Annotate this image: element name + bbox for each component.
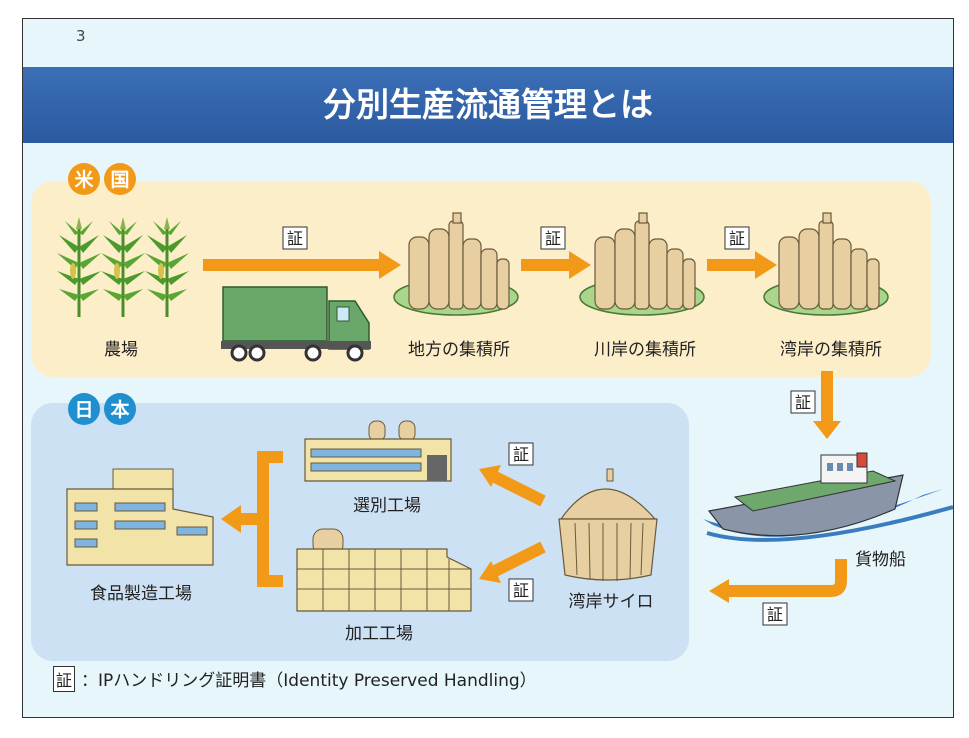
cert-mark: 証 <box>540 226 566 250</box>
bracket-arrow-to-food-factory <box>221 451 283 587</box>
node-sorting-plant-label: 選別工場 <box>353 496 421 516</box>
node-port-elevator-label: 湾岸の集積所 <box>780 340 882 360</box>
svg-text:証: 証 <box>513 445 529 464</box>
node-ship-label: 貨物船 <box>855 550 906 570</box>
sorting-plant-icon <box>304 420 452 482</box>
node-local-elevator-label: 地方の集積所 <box>408 340 510 360</box>
svg-text:国: 国 <box>110 169 129 191</box>
arrow-local-to-river <box>521 251 591 279</box>
svg-text:米: 米 <box>74 168 94 191</box>
svg-text:証: 証 <box>767 605 783 624</box>
svg-text:証: 証 <box>287 229 303 248</box>
footnote-text: ：IPハンドリング証明書（Identity Preserved Handling… <box>81 671 537 691</box>
node-processing-plant-label: 加工工場 <box>345 624 413 644</box>
node-food-factory-label: 食品製造工場 <box>90 584 192 604</box>
truck-icon <box>221 286 371 362</box>
title-bar: 分別生産流通管理とは <box>23 67 953 143</box>
cert-mark: 証 <box>508 578 534 602</box>
page-number: 3 <box>76 27 86 45</box>
cargo-ship-icon <box>703 452 953 542</box>
slide-title: 分別生産流通管理とは <box>323 85 653 124</box>
food-factory-icon <box>66 468 214 566</box>
svg-text:本: 本 <box>110 398 129 421</box>
arrow-river-to-port <box>707 251 777 279</box>
arrow-port-to-ship <box>813 371 841 439</box>
processing-plant-icon <box>296 528 472 612</box>
cert-mark-legend: 証 <box>53 666 76 692</box>
distribution-diagram: 米 国 日 本 農場 <box>31 163 953 661</box>
arrow-silo-to-sorting <box>479 465 546 507</box>
footnote: 証：IPハンドリング証明書（Identity Preserved Handlin… <box>53 666 537 692</box>
arrow-ship-to-silo <box>709 559 847 603</box>
japan-badge: 日 本 <box>68 393 136 425</box>
node-river-elevator-label: 川岸の集積所 <box>594 340 696 360</box>
slide: 3 分別生産流通管理とは <box>22 18 954 718</box>
cert-mark: 証 <box>762 602 788 626</box>
svg-text:証: 証 <box>513 581 529 600</box>
node-farm-label: 農場 <box>104 340 138 360</box>
usa-badge: 米 国 <box>68 163 136 195</box>
cert-mark: 証 <box>508 442 534 466</box>
port-silo-icon <box>558 468 658 581</box>
arrow-farm-to-local <box>203 251 401 279</box>
svg-text:日: 日 <box>74 399 93 421</box>
arrow-silo-to-processing <box>479 541 546 583</box>
cert-mark: 証 <box>790 390 816 414</box>
svg-text:証: 証 <box>729 229 745 248</box>
svg-text:証: 証 <box>795 393 811 412</box>
cert-mark: 証 <box>724 226 750 250</box>
node-port-silo-label: 湾岸サイロ <box>569 592 654 612</box>
cert-mark: 証 <box>282 226 308 250</box>
svg-text:証: 証 <box>545 229 561 248</box>
